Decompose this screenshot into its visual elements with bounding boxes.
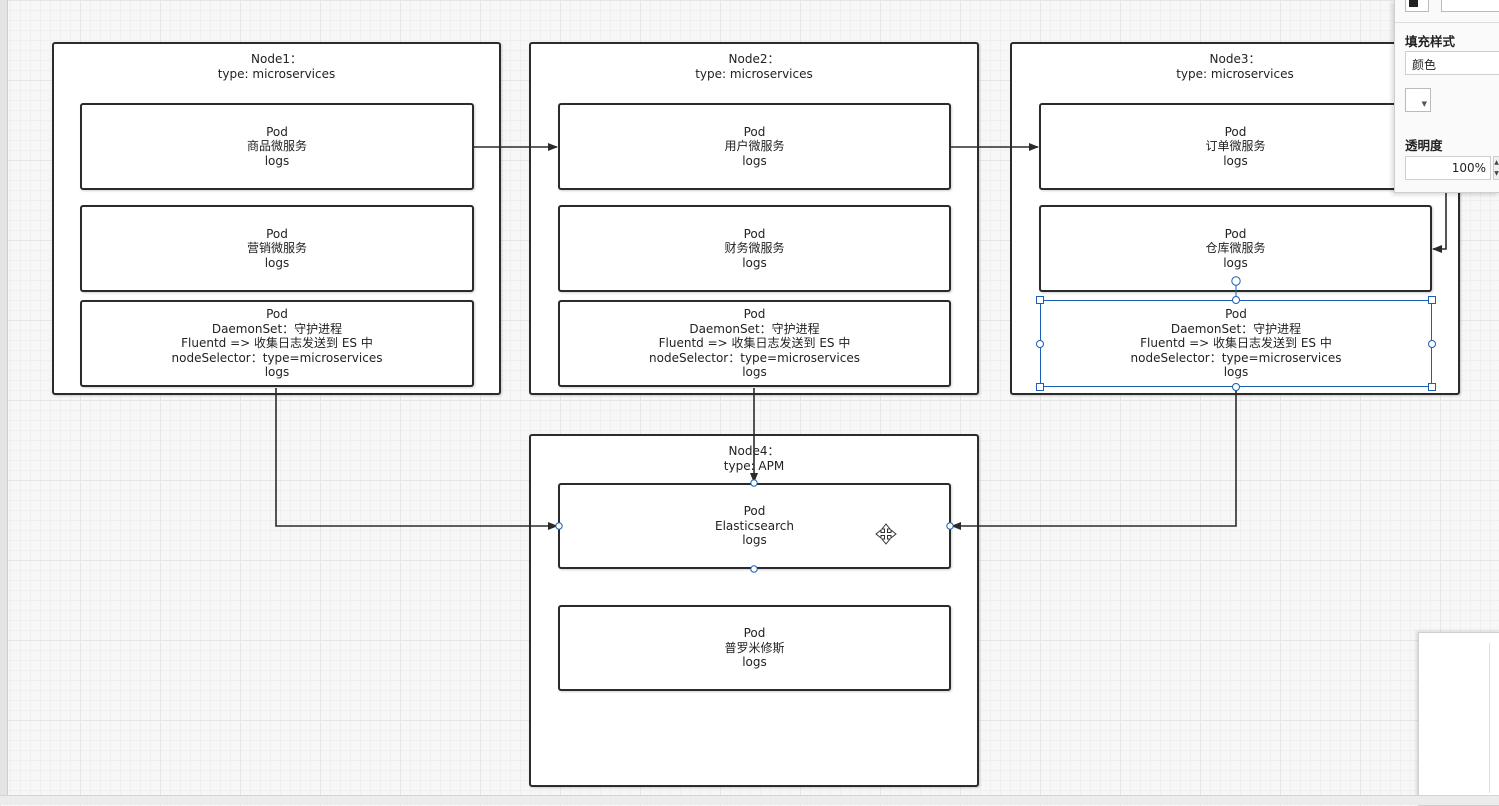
node-name: Node3： <box>1209 52 1261 66</box>
pod-line: logs <box>742 255 767 270</box>
pod-line: 财务微服务 <box>724 241 785 256</box>
pod-line: DaemonSet：守护进程 <box>1170 321 1302 336</box>
pod-line: 普罗米修斯 <box>724 640 785 655</box>
pod-line: logs <box>1223 255 1248 270</box>
fill-style-select[interactable]: 颜色 <box>1405 51 1499 75</box>
pod-line: Pod <box>743 226 766 241</box>
pod-line: 商品微服务 <box>246 139 307 154</box>
pod-line: Fluentd => 收集日志发送到 ES 中 <box>181 336 373 351</box>
pod-line: Pod <box>266 226 288 241</box>
pod-finance-service[interactable]: Pod 财务微服务 logs <box>558 205 951 292</box>
pod-line: DaemonSet：守护进程 <box>689 321 820 336</box>
pod-line: Pod <box>743 504 766 519</box>
pod-line: Fluentd => 收集日志发送到 ES 中 <box>1140 336 1332 351</box>
node-name: Node2： <box>728 52 780 66</box>
node-type: type: microservices <box>695 67 813 81</box>
fill-color-button[interactable]: ▼ <box>1405 88 1431 112</box>
pod-line: Elasticsearch <box>714 518 795 533</box>
pod-line: logs <box>742 655 767 670</box>
node-1-title: Node1： type: microservices <box>54 52 499 82</box>
edge-daemon3-to-es[interactable] <box>951 388 1237 530</box>
pod-goods-service[interactable]: Pod 商品微服务 logs <box>80 103 474 190</box>
pod-daemonset-node1[interactable]: Pod DaemonSet：守护进程 Fluentd => 收集日志发送到 ES… <box>80 300 474 387</box>
pod-line: 营销微服务 <box>246 241 307 256</box>
pod-line: logs <box>264 365 290 380</box>
connection-points-elasticsearch[interactable] <box>555 479 954 573</box>
pod-line: logs <box>742 153 767 168</box>
node-type: type: microservices <box>217 67 336 81</box>
pod-line: logs <box>1223 153 1248 168</box>
opacity-spinner[interactable]: ▲▼ <box>1493 156 1499 180</box>
pod-line: 订单微服务 <box>1205 139 1266 154</box>
pod-line: logs <box>742 533 767 548</box>
node-type: type: microservices <box>1176 67 1294 81</box>
pod-line: Pod <box>266 307 288 322</box>
pod-line: logs <box>264 255 290 270</box>
dropdown-arrow-icon: ▼ <box>1421 100 1427 108</box>
pod-line: Pod <box>1224 226 1247 241</box>
canvas-bottom-scrollbar[interactable] <box>0 795 1499 805</box>
pod-daemonset-node2[interactable]: Pod DaemonSet：守护进程 Fluentd => 收集日志发送到 ES… <box>558 300 951 387</box>
pod-user-service[interactable]: Pod 用户微服务 logs <box>558 103 951 190</box>
format-panel: 填充样式 颜色 ▼ 透明度 100% ▲▼ <box>1394 0 1499 193</box>
line-width-field[interactable] <box>1441 0 1499 12</box>
panel-divider <box>1395 22 1499 23</box>
pod-line: DaemonSet：守护进程 <box>211 321 343 336</box>
pod-order-service[interactable]: Pod 订单微服务 logs <box>1039 103 1432 190</box>
node-3-title: Node3： type: microservices <box>1012 52 1458 82</box>
pod-line: Pod <box>1225 307 1247 322</box>
pod-line: Pod <box>743 626 766 641</box>
pod-line: nodeSelector：type=microservices <box>649 350 860 365</box>
fill-style-label: 填充样式 <box>1405 34 1456 49</box>
pod-marketing-service[interactable]: Pod 营销微服务 logs <box>80 205 474 292</box>
opacity-input[interactable]: 100% <box>1405 156 1491 180</box>
canvas-left-edge <box>0 0 8 804</box>
pod-line: Pod <box>266 124 288 139</box>
pod-line: nodeSelector：type=microservices <box>1130 350 1342 365</box>
pod-line: Pod <box>1224 124 1247 139</box>
pod-daemonset-node3[interactable]: Pod DaemonSet：守护进程 Fluentd => 收集日志发送到 ES… <box>1040 300 1432 387</box>
pod-line: 仓库微服务 <box>1205 241 1266 256</box>
opacity-label: 透明度 <box>1405 138 1443 153</box>
outline-panel[interactable] <box>1418 632 1499 806</box>
edge-daemon1-to-es[interactable] <box>275 388 558 530</box>
pod-line: logs <box>742 365 767 380</box>
node-name: Node1： <box>251 52 302 66</box>
pod-prometheus[interactable]: Pod 普罗米修斯 logs <box>558 605 951 691</box>
pod-line: Fluentd => 收集日志发送到 ES 中 <box>658 336 851 351</box>
selection-handles[interactable] <box>1036 276 1436 391</box>
node-2-title: Node2： type: microservices <box>531 52 977 82</box>
line-color-swatch[interactable] <box>1405 0 1429 12</box>
move-cursor-icon <box>875 523 897 545</box>
pod-line: nodeSelector：type=microservices <box>171 350 383 365</box>
pod-line: Pod <box>743 307 766 322</box>
pod-line: 用户微服务 <box>724 139 785 154</box>
pod-line: logs <box>1223 365 1249 380</box>
pod-line: logs <box>264 153 290 168</box>
pod-line: Pod <box>743 124 766 139</box>
